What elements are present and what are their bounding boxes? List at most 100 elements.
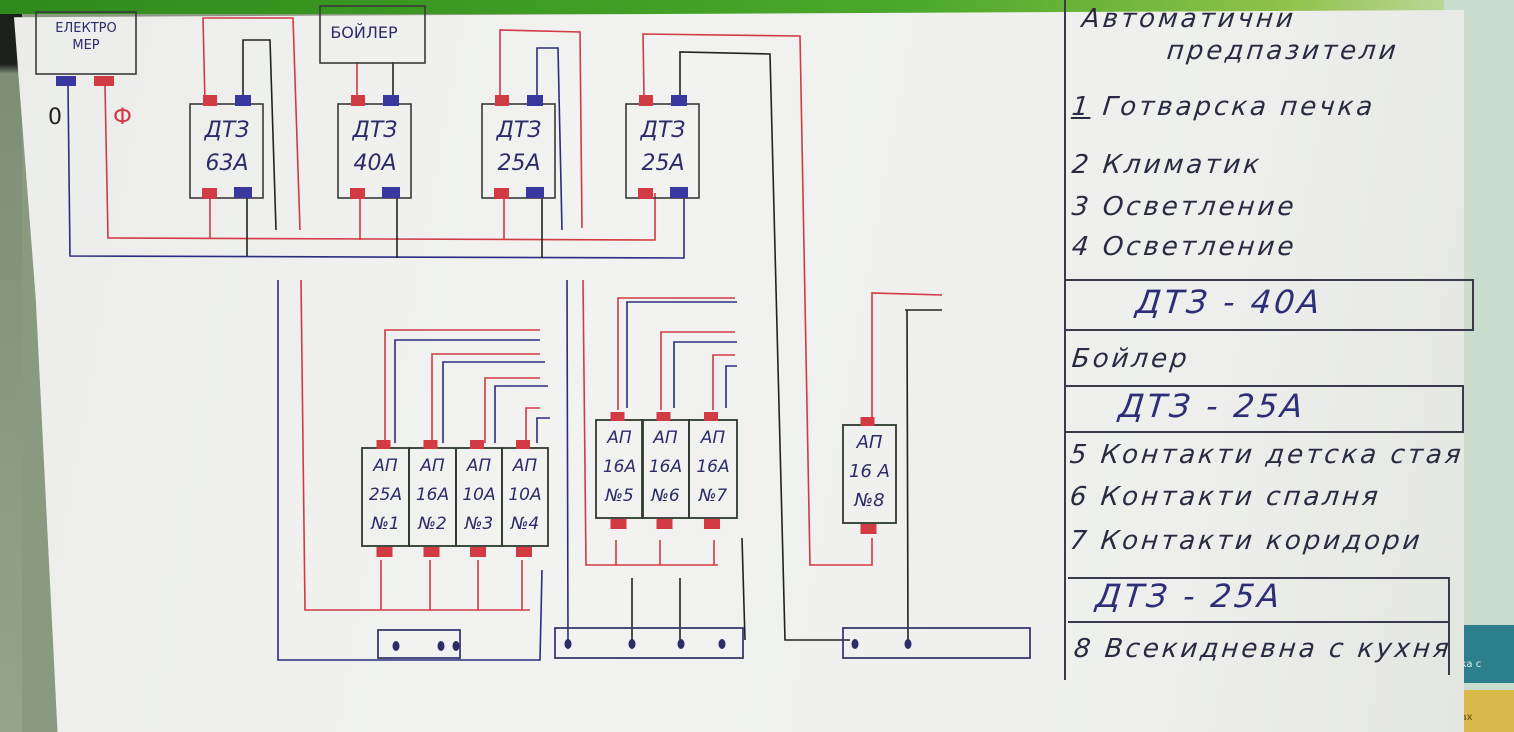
breaker6-phase-out	[660, 331, 735, 410]
breaker-8-bottom-terminal	[860, 524, 877, 534]
breaker1-neutral-out	[394, 339, 540, 443]
rcd-3-body	[481, 103, 556, 199]
rcd4-phase-to-ap8	[642, 33, 873, 566]
terminal-strip-2-body	[554, 627, 744, 659]
rcd-4-phase-in-terminal	[639, 95, 653, 106]
rcd-1-neutral-out-terminal	[234, 187, 252, 198]
legend-rcd-40a-label: ДТЗ - 40А	[1134, 283, 1325, 321]
breaker8-neutral-down	[906, 309, 909, 641]
breaker-layer: АП25А№1АП16А№2АП10А№3АП10А№4АП16А№5АП16А…	[361, 412, 897, 557]
breaker5-neutral-out	[626, 301, 737, 408]
breaker3-phase-out	[484, 377, 540, 443]
breaker-5-rating: 16А	[603, 457, 636, 477]
phase-main-bus	[104, 85, 656, 241]
breaker7-neutral-out	[725, 365, 737, 408]
legend-left-border	[1064, 0, 1066, 680]
breaker-1-top-terminal	[376, 440, 391, 449]
terminal-screw-3-1	[851, 639, 859, 649]
boiler-box: БОЙЛЕР	[319, 5, 426, 64]
rcd-4-neutral-out-terminal	[670, 187, 688, 198]
group2-neutral-feed	[566, 279, 569, 641]
meter-label-line2: МЕР	[72, 38, 99, 53]
breaker3-neutral-out	[494, 385, 548, 443]
phase-symbol: Ф	[113, 105, 132, 130]
terminal-screw-2-3	[677, 639, 685, 649]
legend-item-7: 7 Контакти коридори	[1068, 526, 1425, 556]
background-top-bar	[0, 0, 1514, 14]
legend-item-5: 5 Контакти детска стая	[1068, 440, 1466, 470]
rcd-2-phase-out-terminal	[350, 188, 365, 199]
breaker-6-number: №6	[650, 486, 680, 506]
components: ЕЛЕКТРО МЕР 0 Ф БОЙЛЕР	[35, 5, 426, 130]
breaker-7-bottom-terminal	[704, 519, 720, 529]
breaker-7-number: №7	[698, 486, 728, 506]
legend-rcd-25a-label-2: ДТЗ - 25А	[1094, 577, 1285, 615]
breaker-3-top-terminal	[470, 440, 484, 449]
legend-panel: Автоматични предпазители 1 Готварска печ…	[1062, 0, 1482, 732]
breaker-1-rating: 25А	[369, 485, 402, 505]
breaker-3-type: АП	[466, 456, 492, 476]
terminal-screw-2-2	[628, 639, 636, 649]
breaker-7-top-terminal	[704, 412, 718, 421]
terminal-screw-1-3	[452, 641, 460, 651]
terminal-screw-1-1	[392, 641, 400, 651]
rcd-4-type: ДТЗ	[640, 118, 686, 143]
rcd-2-rating: 40А	[353, 151, 396, 176]
rcd-3-phase-in-terminal	[495, 95, 509, 106]
legend-item-6: 6 Контакти спалня	[1068, 482, 1383, 512]
legend-item-3: 3 Осветление	[1070, 192, 1299, 222]
breaker-8-type: АП	[856, 432, 883, 453]
meter-neutral-terminal	[56, 76, 76, 86]
breaker-6-type: АП	[652, 428, 678, 448]
rcd-4-phase-out-terminal	[638, 188, 653, 199]
breaker-6-bottom-terminal	[656, 519, 673, 529]
paper-sheet	[14, 10, 1464, 732]
rcd-1-body	[189, 103, 264, 199]
rcd3-phase-loop	[499, 29, 583, 229]
rcd-2-type: ДТЗ	[352, 118, 398, 143]
breaker-3-number: №3	[464, 514, 494, 534]
terminal-screw-2-4	[718, 639, 726, 649]
rcd-3-neutral-in-terminal	[527, 95, 543, 106]
breaker7-phase-out	[712, 354, 735, 410]
breaker-8-number: №8	[853, 490, 884, 511]
rcd-1-type: ДТЗ	[204, 118, 250, 143]
legend-item-4: 4 Осветление	[1070, 232, 1299, 262]
breaker6-neutral-out	[673, 341, 737, 408]
rcd-4-neutral-in-terminal	[671, 95, 687, 106]
breaker-5-bottom-terminal	[610, 519, 627, 529]
breaker4-phase-out	[525, 407, 540, 443]
breaker4-neutral-out	[536, 417, 550, 443]
terminal-screw-1-2	[437, 641, 445, 651]
rcd-2-neutral-in-terminal	[383, 95, 399, 106]
breaker-7-rating: 16А	[696, 457, 729, 477]
terminal-screw-2-1	[564, 639, 572, 649]
meter-label-line1: ЕЛЕКТРО	[55, 21, 116, 36]
legend-rcd-40a-box: ДТЗ - 40А	[1064, 279, 1474, 331]
breaker-5-top-terminal	[610, 412, 625, 421]
wires	[67, 17, 943, 661]
breaker5-phase-out	[617, 297, 735, 410]
legend-item-1: 1 Готварска печка	[1070, 92, 1377, 122]
breaker-1-number: №1	[370, 514, 400, 534]
legend-item-2: 2 Климатик	[1070, 150, 1264, 180]
electricity-meter: ЕЛЕКТРО МЕР 0 Ф	[35, 11, 137, 130]
terminal-strip-3-body	[842, 627, 1031, 659]
rcd1-neutral-loop	[242, 39, 277, 231]
rcd-4-body	[625, 103, 700, 199]
background-left	[0, 14, 22, 732]
background-popup-text: ъзка с	[1448, 659, 1482, 670]
rcd-3-phase-out-terminal	[494, 188, 509, 199]
rcd-2-body	[337, 103, 412, 199]
rcd-1-neutral-in-terminal	[235, 95, 251, 106]
rcd-2-phase-in-terminal	[351, 95, 365, 106]
rcd-2: ДТЗ 40А	[337, 95, 412, 199]
